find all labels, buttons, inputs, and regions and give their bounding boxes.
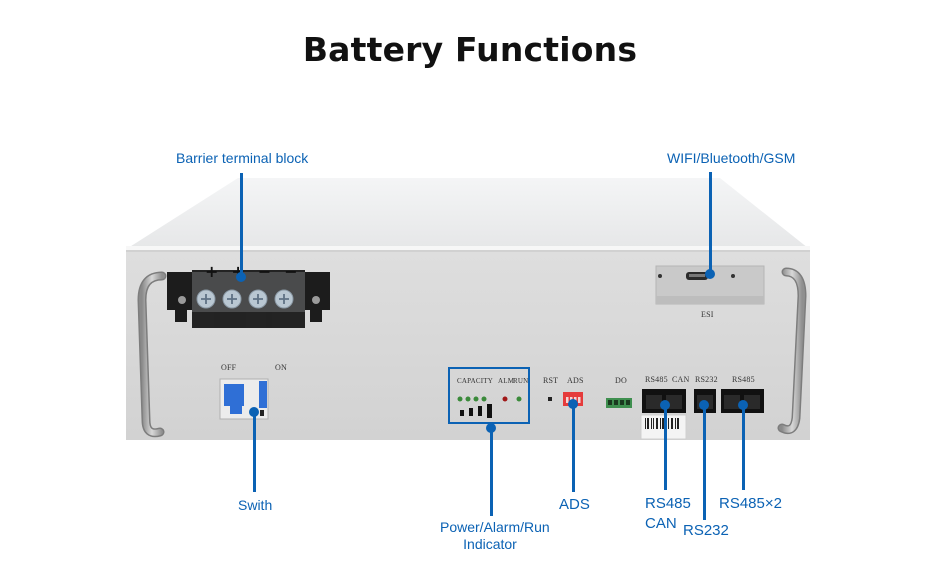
callout-wireless: WIFI/Bluetooth/GSM <box>667 150 796 166</box>
rs232-leader-line <box>703 405 706 520</box>
polarity-minus-2: − <box>284 262 311 281</box>
barrier-terminal-block <box>167 270 330 328</box>
callout-rs485x2: RS485×2 <box>719 495 782 512</box>
terminal-polarity-labels: ++−− <box>205 262 311 281</box>
polarity-plus-1: + <box>205 262 232 281</box>
rs485x2-leader-dot <box>738 400 748 410</box>
wireless-leader-dot <box>705 269 715 279</box>
right-handle <box>777 267 807 435</box>
callout-indicator-line1: Power/Alarm/Run <box>440 519 550 535</box>
switch-leader-dot <box>249 407 259 417</box>
rs485-can-leader-dot <box>660 400 670 410</box>
callout-rs232: RS232 <box>683 522 729 539</box>
circuit-breaker <box>219 378 269 420</box>
rs485x2-leader-line <box>742 405 745 490</box>
rs485-panel-label: RS485 <box>645 375 668 384</box>
page-title: Battery Functions <box>302 30 638 69</box>
breaker-off-label: OFF <box>221 363 237 372</box>
left-handle <box>137 271 167 438</box>
rs485-can-leader-line <box>664 405 667 490</box>
callout-indicator: Power/Alarm/Run Indicator <box>440 519 550 553</box>
do-label: DO <box>615 376 627 385</box>
rst-label: RST <box>543 376 559 385</box>
rs485-right-panel-label: RS485 <box>732 375 755 384</box>
rs232-panel-label: RS232 <box>695 375 718 384</box>
switch-leader-line <box>253 412 256 492</box>
terminal-leader-line <box>240 173 243 276</box>
polarity-minus-1: − <box>257 262 285 281</box>
rs232-leader-dot <box>699 400 709 410</box>
do-connector <box>606 398 632 408</box>
callout-rs485-can: RS485 CAN <box>645 494 691 534</box>
terminal-leader-dot <box>236 272 246 282</box>
capacity-label: CAPACITY <box>457 377 493 385</box>
run-label: RUN <box>513 377 529 385</box>
rst-button <box>548 397 552 401</box>
alm-label: ALM <box>498 377 515 385</box>
ads-panel-label: ADS <box>567 376 584 385</box>
wireless-leader-line <box>709 172 712 272</box>
battery-top-surface <box>128 178 808 248</box>
barcode-label <box>640 414 687 440</box>
callout-terminal-block: Barrier terminal block <box>176 150 309 166</box>
callout-indicator-line2: Indicator <box>463 536 517 552</box>
ads-leader-line <box>572 404 575 492</box>
indicator-leader-dot <box>486 423 496 433</box>
callout-ads: ADS <box>559 496 590 513</box>
indicator-leader-line <box>490 428 493 516</box>
indicator-leds <box>457 396 522 418</box>
callout-rs485-can-line2: CAN <box>645 515 677 532</box>
callout-switch: Swith <box>238 497 273 513</box>
can-panel-label: CAN <box>672 375 690 384</box>
ads-leader-dot <box>568 399 578 409</box>
esi-label: ESI <box>701 310 714 319</box>
breaker-on-label: ON <box>275 363 287 372</box>
callout-rs485-can-line1: RS485 <box>645 495 691 512</box>
